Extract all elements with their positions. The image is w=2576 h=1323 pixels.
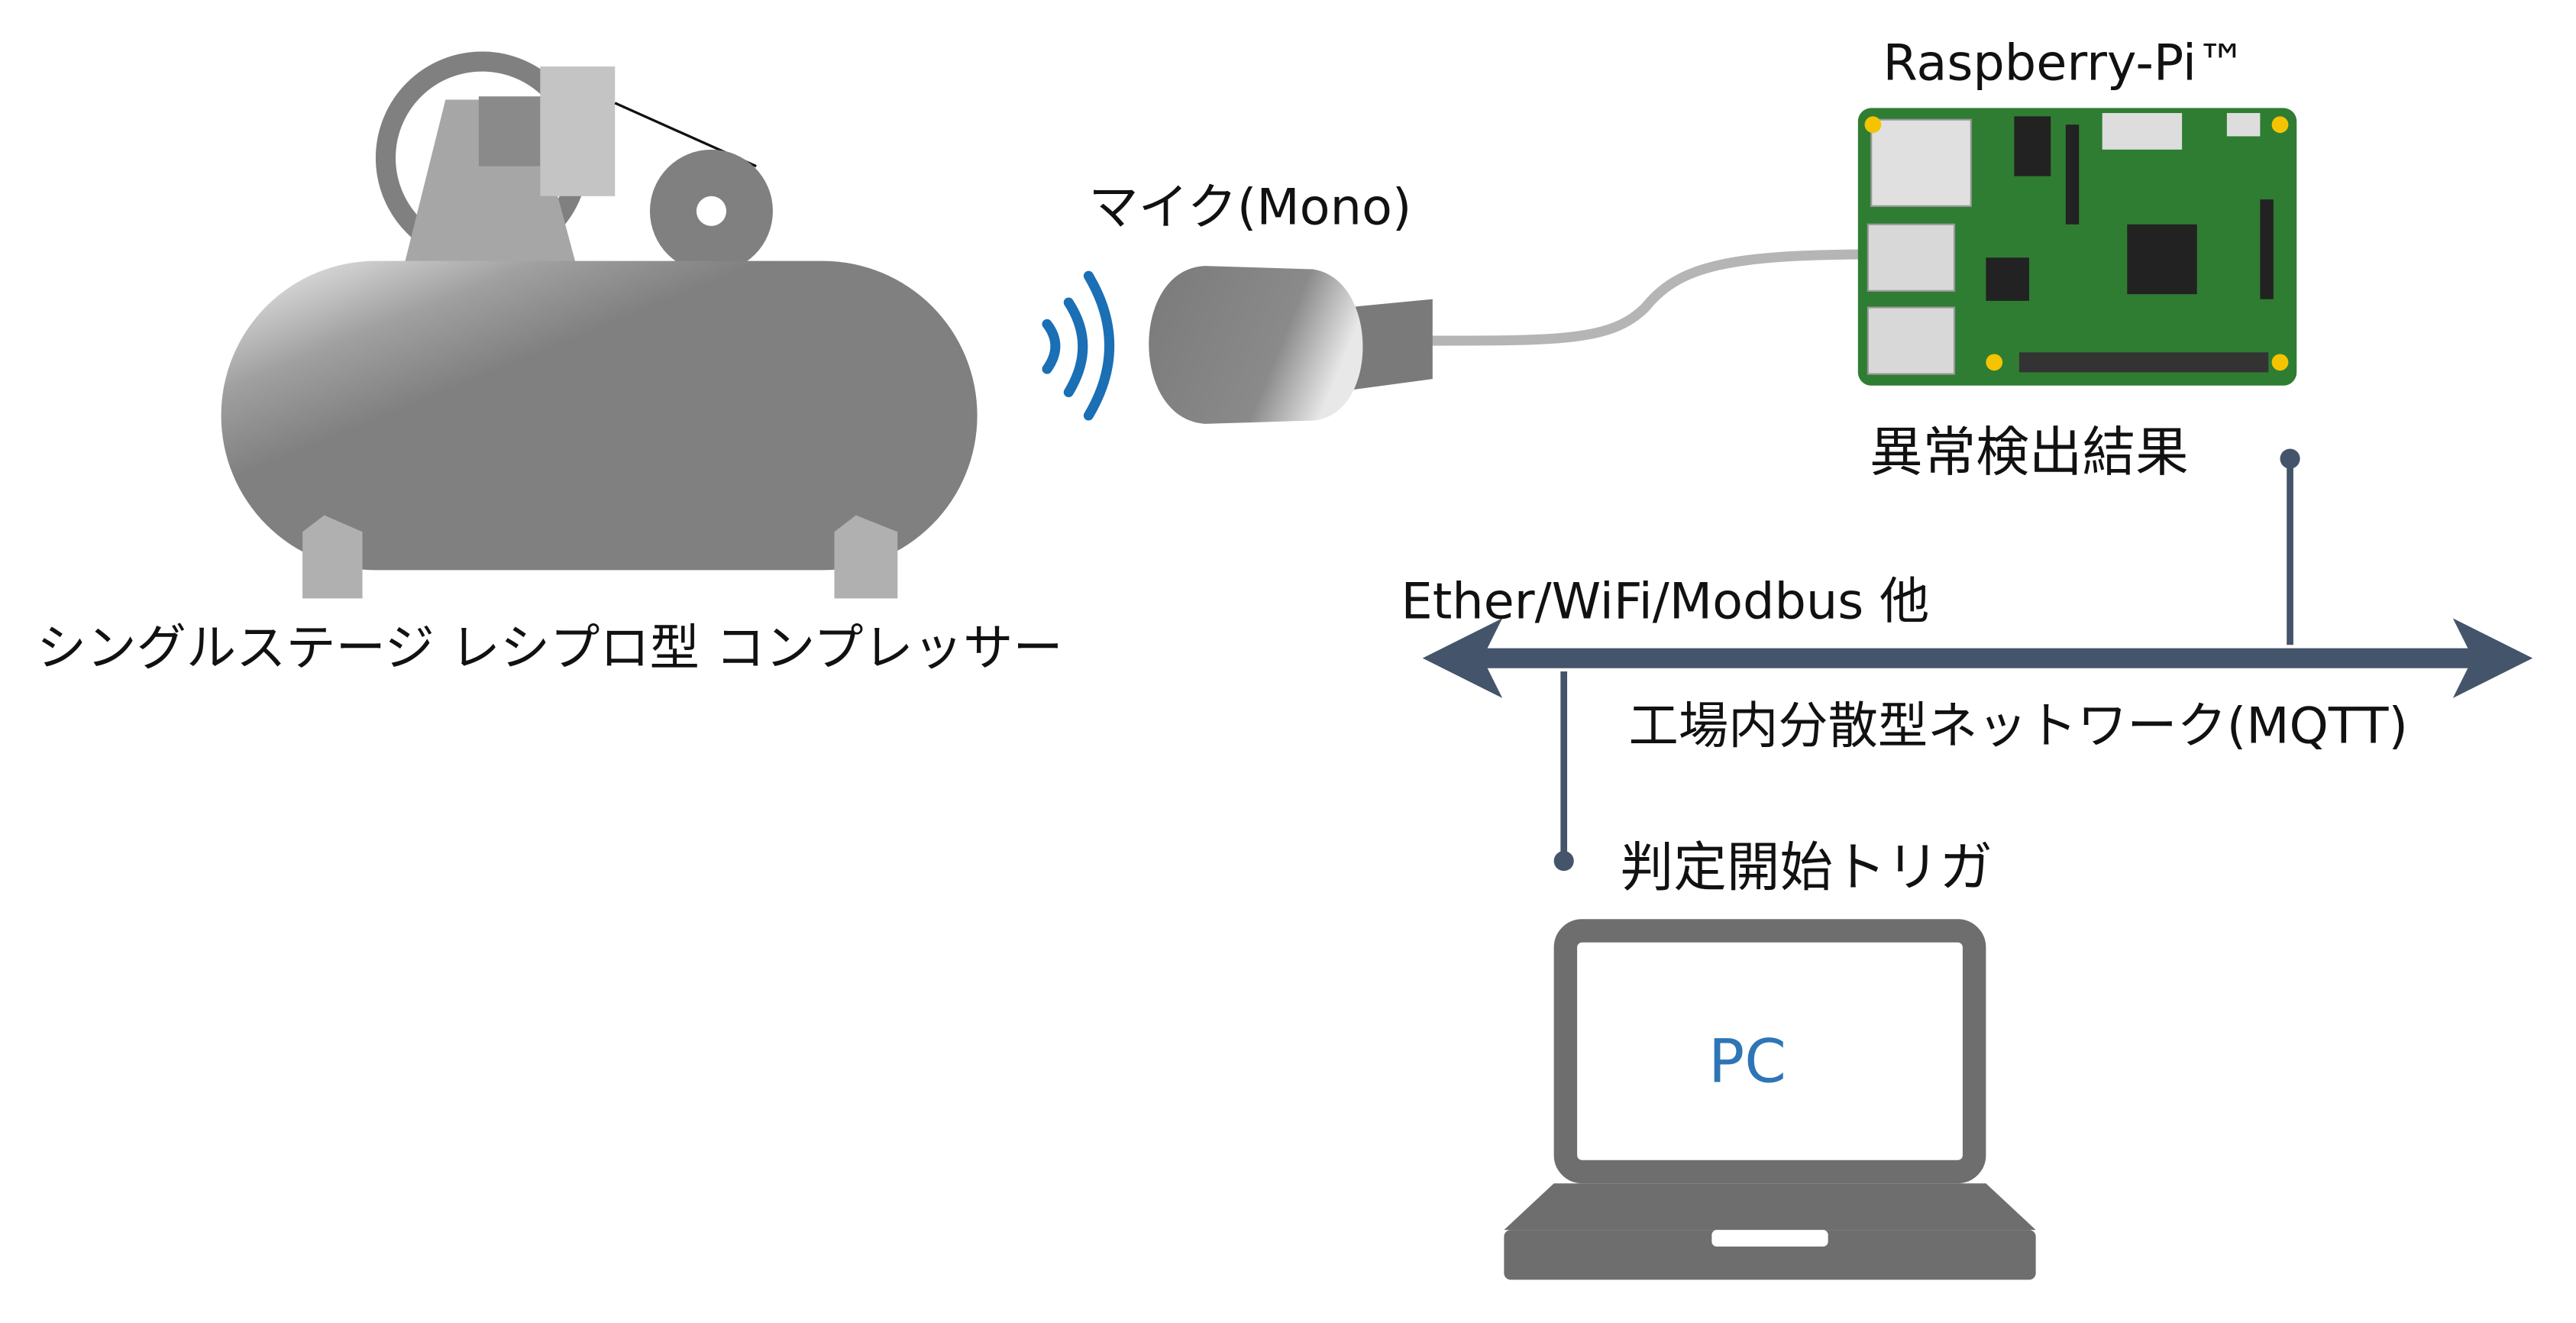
laptop-icon (1504, 919, 2036, 1280)
raspberry-label: Raspberry-Pi™ (1883, 34, 2246, 92)
connector-dot (1553, 851, 1574, 872)
network-name-label: 工場内分散型ネットワーク(MQTT) (1629, 697, 2408, 755)
trigger-label: 判定開始トリガ (1621, 837, 1993, 899)
pc-label: PC (1708, 1027, 1786, 1096)
mic-cable (1429, 249, 1878, 346)
microphone-icon (1149, 266, 1433, 424)
network-protocols-label: Ether/WiFi/Modbus 他 (1401, 572, 1929, 630)
anomaly-result-label: 異常検出結果 (1870, 422, 2189, 484)
air-compressor-icon (221, 51, 978, 599)
mic-label: マイク(Mono) (1088, 179, 1411, 237)
raspberry-pi-board-icon (1857, 108, 2297, 386)
compressor-label: シングルステージ レシプロ型 コンプレッサー (37, 619, 1063, 677)
sound-wave-icon (1042, 270, 1114, 421)
